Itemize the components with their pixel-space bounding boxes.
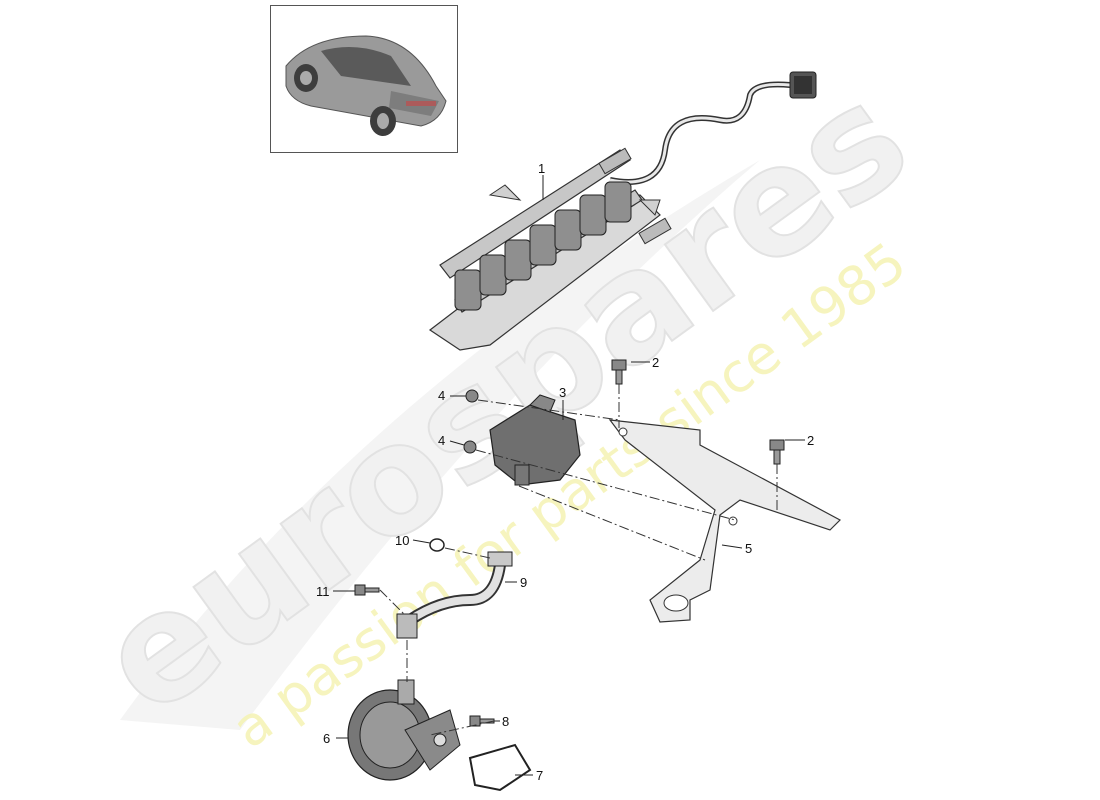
vehicle-thumbnail <box>270 5 458 153</box>
bolt-right <box>769 439 785 465</box>
watermark-swoosh <box>120 160 760 730</box>
injector-rail-assembly <box>428 147 672 351</box>
callout-10: 10 <box>395 533 409 548</box>
callout-8: 8 <box>502 714 509 729</box>
callout-9: 9 <box>520 575 527 590</box>
car-icon <box>285 35 447 136</box>
mounting-bracket <box>608 419 841 623</box>
gasket-ring <box>468 743 532 792</box>
o-ring-small <box>429 538 445 552</box>
callout-3: 3 <box>559 385 566 400</box>
callout-7: 7 <box>536 768 543 783</box>
screw-part-11 <box>354 584 380 596</box>
bolt-upper <box>611 359 627 385</box>
nut-lower <box>463 440 477 454</box>
callout-2-right: 2 <box>807 433 814 448</box>
nut-upper <box>465 389 479 403</box>
callout-1: 1 <box>538 161 545 176</box>
vacuum-pipe <box>396 551 513 639</box>
leader-lines <box>333 175 805 776</box>
callout-4-lower: 4 <box>438 433 445 448</box>
callout-4-upper: 4 <box>438 388 445 403</box>
bolt-part-8 <box>469 715 495 727</box>
alignment-lines <box>379 384 778 736</box>
callout-6: 6 <box>323 731 330 746</box>
callout-11: 11 <box>316 584 330 599</box>
vacuum-pump <box>347 679 461 781</box>
callout-5: 5 <box>745 541 752 556</box>
callout-numbers: 1 2 2 3 4 4 5 6 7 8 9 10 11 <box>316 161 814 783</box>
pressure-converter <box>489 394 581 486</box>
callout-2-upper: 2 <box>652 355 659 370</box>
wiring-harness <box>609 71 817 185</box>
injector-row <box>454 181 632 311</box>
